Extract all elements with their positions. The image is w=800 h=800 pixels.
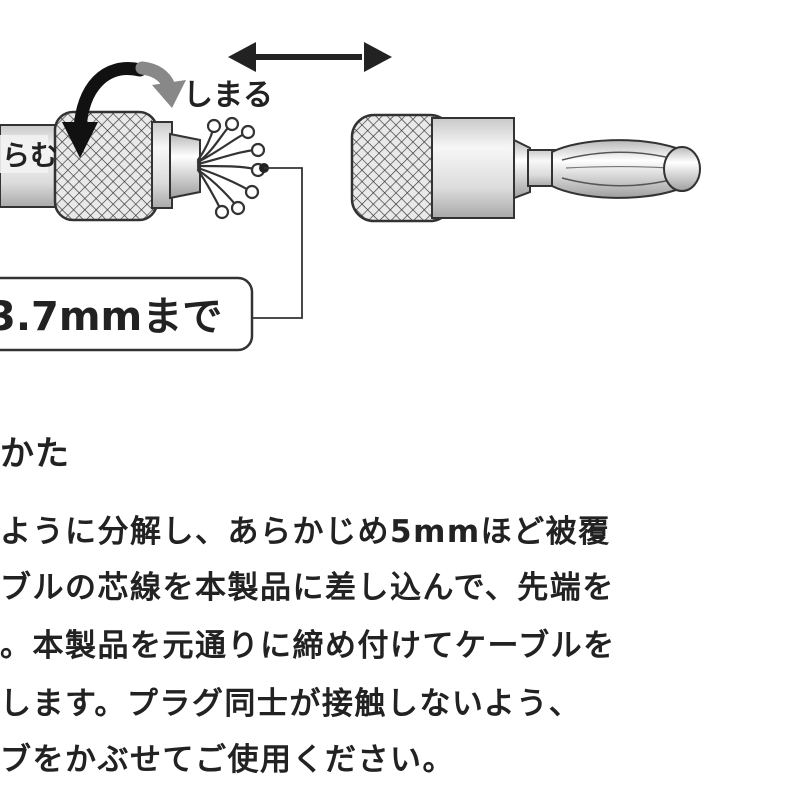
rotate-arrow-icon bbox=[62, 61, 186, 158]
tighten-label: しまる bbox=[183, 78, 273, 113]
double-arrow-icon bbox=[228, 42, 392, 72]
splayed-wires bbox=[196, 116, 266, 220]
section-heading: かた bbox=[0, 434, 70, 474]
size-callout-label: 3.7mmまで bbox=[0, 294, 222, 340]
wire-clamp bbox=[169, 132, 201, 200]
callout-leader bbox=[252, 163, 303, 319]
left-assembly: らむ bbox=[0, 110, 266, 222]
size-callout-box: 3.7mmまで bbox=[0, 276, 254, 352]
instruction-line: ブルの芯線を本製品に差し込んで、先端を bbox=[0, 570, 615, 606]
instruction-line: ブをかぶせてご使用ください。 bbox=[0, 742, 455, 778]
left-fragment-label: らむ bbox=[2, 139, 58, 172]
banana-plug-tip bbox=[551, 139, 677, 199]
right-assembly bbox=[350, 113, 701, 223]
plug-body bbox=[431, 117, 515, 219]
assembly-diagram: らむ しまる 3.7mmまで bbox=[0, 42, 701, 352]
instruction-line: 。本製品を元通りに締め付けてケーブルを bbox=[0, 628, 616, 664]
instruction-line: します。プラグ同士が接触しないよう、 bbox=[0, 686, 582, 722]
instruction-line: ように分解し、あらかじめ5mmほど被覆 bbox=[0, 514, 611, 550]
